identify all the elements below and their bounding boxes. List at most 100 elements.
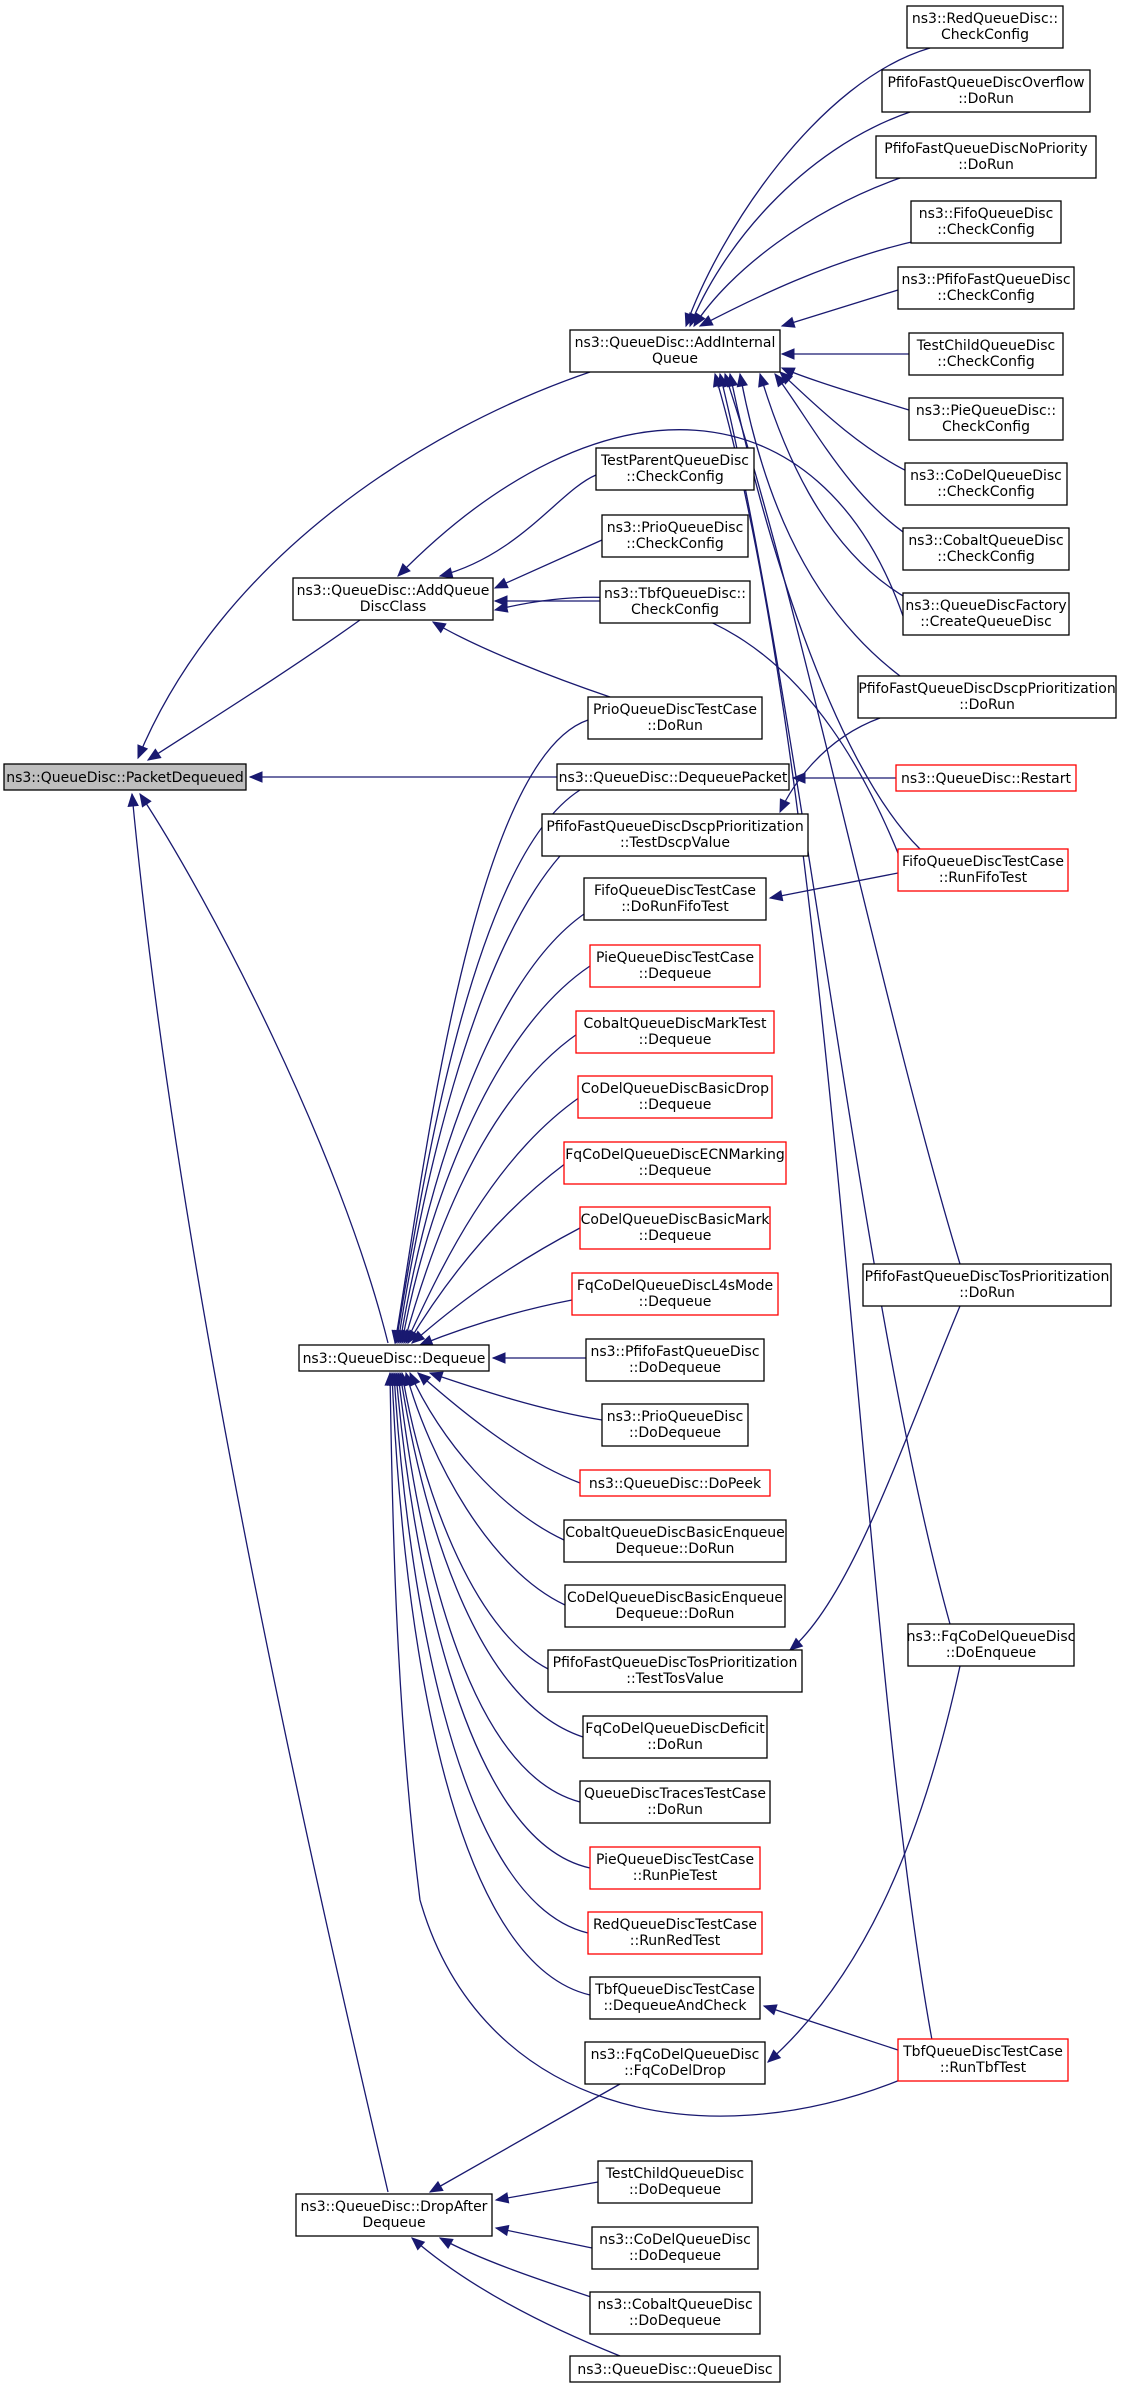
node-box bbox=[904, 462, 1068, 506]
edge-arrowhead bbox=[438, 2237, 454, 2250]
node-box bbox=[585, 1338, 765, 1382]
node-pfifo-dscp-run[interactable]: PfifoFastQueueDiscDscpPrioritization::Do… bbox=[857, 675, 1117, 719]
node-pfifo-check[interactable]: ns3::PfifoFastQueueDisc::CheckConfig bbox=[897, 266, 1075, 310]
node-label: QueueDiscTracesTestCase bbox=[584, 1786, 766, 1802]
edge-line bbox=[394, 719, 589, 1344]
node-pfifo-tos-run[interactable]: PfifoFastQueueDiscTosPrioritization::DoR… bbox=[862, 1263, 1112, 1307]
node-red-runtest[interactable]: RedQueueDiscTestCase::RunRedTest bbox=[587, 1911, 763, 1955]
node-label: ::Dequeue bbox=[639, 1228, 712, 1244]
node-label: ::TestDscpValue bbox=[620, 835, 730, 851]
node-fqcodel-l4s[interactable]: FqCoDelQueueDiscL4sMode::Dequeue bbox=[571, 1272, 779, 1316]
node-fqcodel-enqueue[interactable]: ns3::FqCoDelQueueDisc::DoEnqueue bbox=[907, 1623, 1076, 1667]
node-box bbox=[564, 1584, 786, 1628]
node-pfifo-testtos[interactable]: PfifoFastQueueDiscTosPrioritization::Tes… bbox=[547, 1649, 803, 1693]
node-box bbox=[875, 135, 1097, 179]
node-fifo-runtest[interactable]: FifoQueueDiscTestCase::RunFifoTest bbox=[897, 848, 1069, 892]
node-testchild-dodequeue[interactable]: TestChildQueueDisc::DoDequeue bbox=[597, 2160, 753, 2204]
node-label: CheckConfig bbox=[631, 602, 719, 618]
edge-arrowhead bbox=[431, 621, 447, 634]
edge-arrowhead bbox=[384, 1371, 396, 1386]
node-label: PieQueueDiscTestCase bbox=[596, 950, 754, 966]
edge-line bbox=[685, 47, 931, 327]
edge-line bbox=[393, 1372, 589, 1934]
node-prio-check[interactable]: ns3::PrioQueueDisc::CheckConfig bbox=[601, 514, 749, 558]
edge-line bbox=[139, 793, 389, 1344]
node-label: ::CheckConfig bbox=[937, 222, 1034, 238]
node-codel-drop[interactable]: CoDelQueueDiscBasicDrop::Dequeue bbox=[577, 1075, 773, 1119]
edge-arrowhead bbox=[411, 2237, 426, 2251]
edge-arrowhead bbox=[713, 372, 725, 388]
node-box bbox=[897, 848, 1069, 892]
node-label: ns3::QueueDisc::DequeuePacket bbox=[559, 770, 788, 786]
node-prio-testcase[interactable]: PrioQueueDiscTestCase::DoRun bbox=[587, 696, 763, 740]
node-pie-runtest[interactable]: PieQueueDiscTestCase::RunPieTest bbox=[589, 1846, 761, 1890]
node-tbf-runtest[interactable]: TbfQueueDiscTestCase::RunTbfTest bbox=[897, 2038, 1069, 2082]
node-fqcodel-deficit[interactable]: FqCoDelQueueDiscDeficit::DoRun bbox=[582, 1715, 768, 1759]
node-cobalt-mark[interactable]: CobaltQueueDiscMarkTest::Dequeue bbox=[575, 1010, 775, 1054]
node-red-check[interactable]: ns3::RedQueueDisc::CheckConfig bbox=[906, 5, 1064, 49]
node-box bbox=[902, 527, 1070, 571]
node-label: ::RunFifoTest bbox=[939, 870, 1028, 886]
node-testparent-check[interactable]: TestParentQueueDisc::CheckConfig bbox=[595, 447, 755, 491]
edge-line bbox=[391, 1372, 591, 1996]
edge-testparent-check-to-addqueuedisc bbox=[438, 474, 597, 579]
node-label: ::TestTosValue bbox=[626, 1671, 723, 1687]
edge-dequeuepacket-to-packetdequeued bbox=[248, 771, 557, 783]
node-dopeek[interactable]: ns3::QueueDisc::DoPeek bbox=[579, 1469, 771, 1497]
node-cobalt-dodequeue[interactable]: ns3::CobaltQueueDisc::DoDequeue bbox=[589, 2291, 761, 2335]
node-packetdequeued[interactable]: ns3::QueueDisc::PacketDequeued bbox=[3, 763, 247, 791]
edge-fifo-runtest-to-addqueuedisc bbox=[493, 596, 901, 859]
edge-codel-check-to-addinternalqueue bbox=[779, 371, 916, 476]
node-dequeuepacket[interactable]: ns3::QueueDisc::DequeuePacket bbox=[556, 763, 790, 791]
edge-fqcodel-enqueue-to-fqcodel-drop bbox=[767, 1665, 961, 2063]
edge-arrowhead bbox=[789, 1637, 804, 1651]
edge-line bbox=[714, 373, 941, 2082]
node-pfifo-nopriority[interactable]: PfifoFastQueueDiscNoPriority::DoRun bbox=[875, 135, 1097, 179]
node-fifo-check[interactable]: ns3::FifoQueueDisc::CheckConfig bbox=[910, 200, 1062, 244]
edge-line bbox=[769, 872, 899, 899]
edge-line bbox=[399, 1372, 584, 1738]
node-factory[interactable]: ns3::QueueDiscFactory::CreateQueueDisc bbox=[902, 592, 1070, 636]
node-fqcodel-drop[interactable]: ns3::FqCoDelQueueDisc::FqCoDelDrop bbox=[584, 2041, 766, 2085]
node-pfifo-dodequeue[interactable]: ns3::PfifoFastQueueDisc::DoDequeue bbox=[585, 1338, 765, 1382]
node-tbf-check[interactable]: ns3::TbfQueueDisc::CheckConfig bbox=[599, 580, 751, 624]
edge-line bbox=[739, 373, 901, 677]
node-label: ::CheckConfig bbox=[937, 288, 1034, 304]
node-label: ::DoEnqueue bbox=[946, 1645, 1036, 1661]
edge-arrowhead bbox=[768, 889, 784, 902]
edge-arrowhead bbox=[780, 367, 796, 379]
edge-pfifo-dodequeue-to-dequeue bbox=[491, 1352, 586, 1364]
node-codel-check[interactable]: ns3::CoDelQueueDisc::CheckConfig bbox=[904, 462, 1068, 506]
node-box bbox=[292, 577, 494, 621]
node-queuedisc-ctor[interactable]: ns3::QueueDisc::QueueDisc bbox=[569, 2355, 781, 2383]
node-dequeue[interactable]: ns3::QueueDisc::Dequeue bbox=[298, 1344, 490, 1372]
node-box bbox=[591, 2226, 759, 2270]
node-pie-dequeue[interactable]: PieQueueDiscTestCase::Dequeue bbox=[589, 944, 761, 988]
node-traces[interactable]: QueueDiscTracesTestCase::DoRun bbox=[579, 1780, 771, 1824]
node-box bbox=[601, 1403, 749, 1447]
node-restart[interactable]: ns3::QueueDisc::Restart bbox=[895, 764, 1077, 792]
edge-arrowhead bbox=[758, 372, 770, 388]
node-codel-dodequeue[interactable]: ns3::CoDelQueueDisc::DoDequeue bbox=[591, 2226, 759, 2270]
node-pfifo-overflow[interactable]: PfifoFastQueueDiscOverflow::DoRun bbox=[881, 69, 1091, 113]
edge-line bbox=[779, 717, 881, 813]
edge-arrowhead bbox=[146, 748, 162, 761]
node-cobalt-basic[interactable]: CobaltQueueDiscBasicEnqueueDequeue::DoRu… bbox=[563, 1519, 787, 1563]
node-testchild-check[interactable]: TestChildQueueDisc::CheckConfig bbox=[908, 332, 1064, 376]
node-pfifo-testdscp[interactable]: PfifoFastQueueDiscDscpPrioritization::Te… bbox=[541, 813, 809, 857]
node-prio-dodequeue[interactable]: ns3::PrioQueueDisc::DoDequeue bbox=[601, 1403, 749, 1447]
node-tbf-dequeueandcheck[interactable]: TbfQueueDiscTestCase::DequeueAndCheck bbox=[589, 1976, 761, 2020]
node-cobalt-check[interactable]: ns3::CobaltQueueDisc::CheckConfig bbox=[902, 527, 1070, 571]
node-codel-mark[interactable]: CoDelQueueDiscBasicMark::Dequeue bbox=[579, 1206, 771, 1250]
node-label: ::DoRunFifoTest bbox=[621, 899, 729, 915]
node-pie-check[interactable]: ns3::PieQueueDisc::CheckConfig bbox=[908, 397, 1064, 441]
node-label: ::DequeueAndCheck bbox=[603, 1998, 747, 2014]
node-label: ::Dequeue bbox=[639, 1032, 712, 1048]
node-fqcodel-ecn[interactable]: FqCoDelQueueDiscECNMarking::Dequeue bbox=[563, 1141, 787, 1185]
node-box bbox=[881, 69, 1091, 113]
node-fifo-dorunfifo[interactable]: FifoQueueDiscTestCase::DoRunFifoTest bbox=[583, 877, 767, 921]
